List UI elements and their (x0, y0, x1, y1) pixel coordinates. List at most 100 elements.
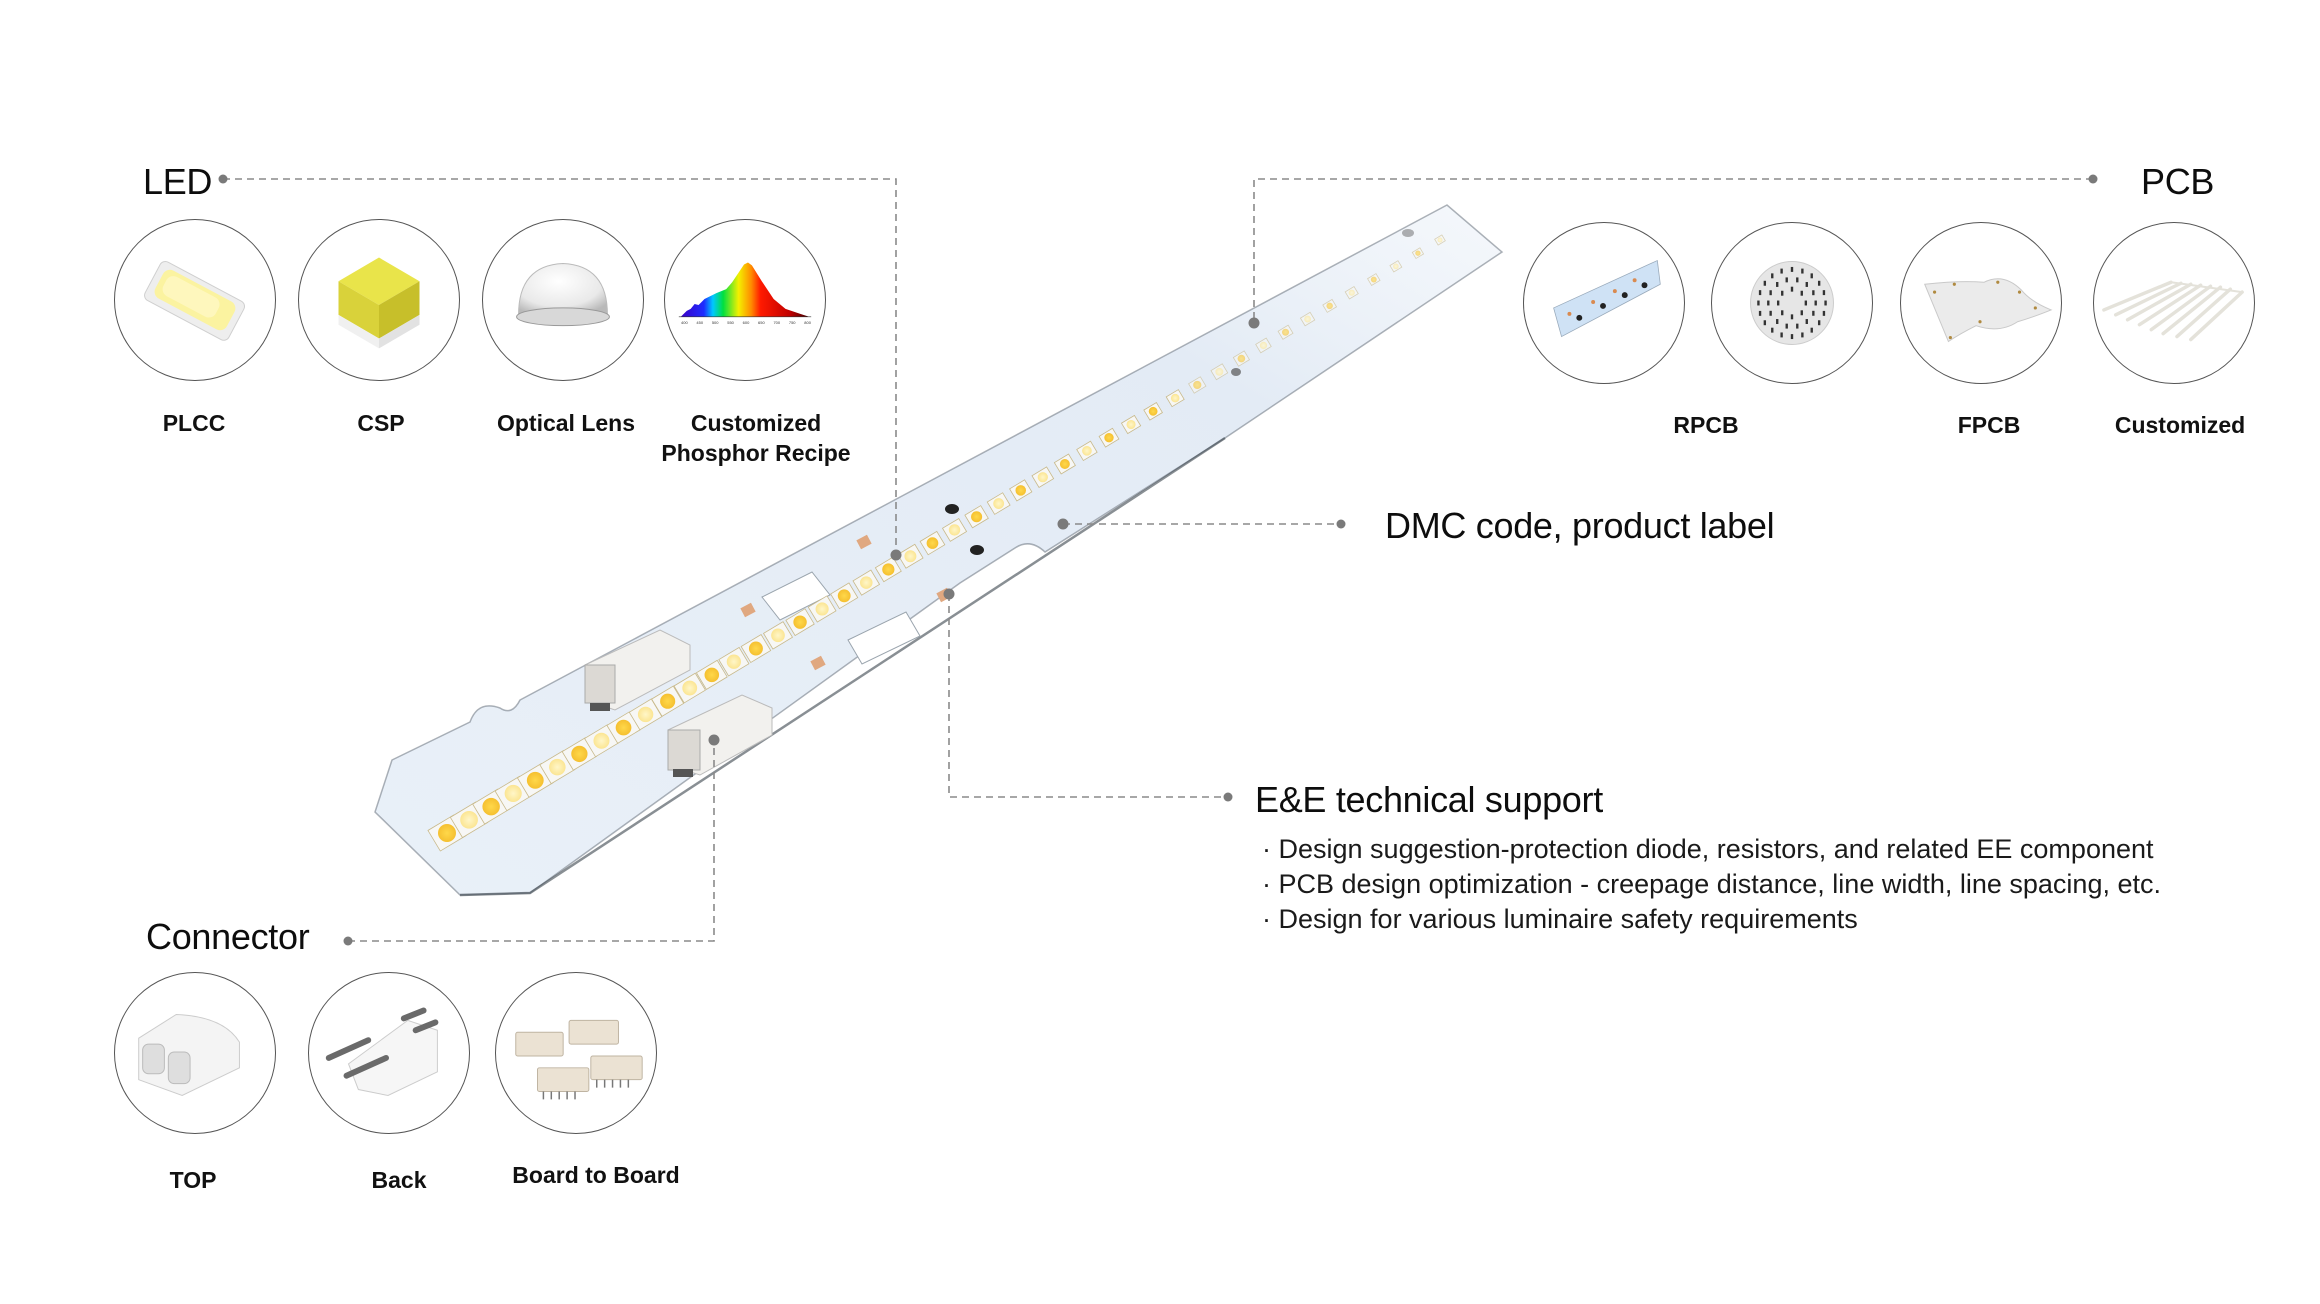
board-connector-2 (667, 694, 773, 777)
round-pcb-pad (1771, 327, 1774, 333)
board-led-emitter (1082, 446, 1092, 456)
ee-anchor-dot (943, 588, 955, 600)
led-leader-dot (218, 174, 228, 184)
board-led-emitter (526, 771, 544, 789)
spectrum-chart-icon (678, 262, 812, 318)
board-led-emitter (1215, 367, 1224, 376)
csp-led-thumbnail (298, 219, 460, 381)
round-pcb-pad (1776, 300, 1780, 306)
round-pcb-pad (1801, 332, 1804, 338)
board-led-emitter (482, 797, 500, 816)
phosphor-recipe-label-line1: Customized (690, 410, 822, 436)
round-pcb-pad (1776, 281, 1779, 287)
connector-back-icon (325, 1007, 439, 1096)
spectrum-axis-ticks: 400 450 500 550 600 650 700 750 800 (681, 320, 811, 325)
board-led-emitter (904, 550, 917, 563)
round-pcb-pad (1769, 310, 1772, 316)
spectrum-tick: 800 (804, 320, 811, 325)
connector-back-thumbnail (308, 972, 470, 1134)
board-led-emitter (1170, 393, 1180, 403)
connector-anchor-dot (708, 734, 720, 746)
round-pcb-pad (1812, 310, 1815, 316)
board-led-row (427, 234, 1446, 852)
round-pcb-pad (1790, 334, 1794, 340)
plcc-led-icon (144, 261, 246, 341)
board-led-emitter (1348, 289, 1355, 296)
round-pcb-pad (1771, 273, 1774, 279)
round-pcb-pad (1822, 310, 1826, 316)
round-pcb-pad (1780, 332, 1783, 338)
connector-section-title: Connector (146, 916, 310, 957)
board-led-emitter (704, 667, 720, 683)
spectrum-tick: 400 (681, 320, 688, 325)
round-pcb-pad (1785, 323, 1788, 329)
fpcb-label: FPCB (1957, 412, 2021, 438)
connector-top-thumbnail (114, 972, 276, 1134)
rigid-strip-pcb-thumbnail (1523, 222, 1685, 384)
round-pcb-pad (1817, 280, 1821, 286)
led-leader-line (223, 178, 897, 555)
flexible-pcb-thumbnail (1900, 222, 2062, 384)
board-led-emitter (637, 706, 654, 723)
round-pcb-pad (1776, 319, 1779, 325)
board-led-emitter (1148, 406, 1158, 416)
board-led-emitter (726, 654, 741, 669)
board-led-emitter (748, 641, 763, 656)
board-led-emitter (438, 824, 456, 842)
board-led-emitter (860, 576, 873, 589)
board-led-emitter (993, 498, 1005, 509)
round-pcb-pad (1785, 277, 1788, 283)
spectrum-tick: 750 (788, 320, 796, 325)
board-led-emitter (1015, 485, 1026, 496)
board-led-emitter (1393, 263, 1399, 270)
customized-pcb-label: Customized (2114, 412, 2246, 438)
spectrum-tick: 650 (758, 320, 765, 325)
plcc-label: PLCC (162, 410, 226, 436)
customized-pcb-icon (2102, 280, 2244, 342)
board-led-emitter (815, 602, 829, 616)
board-led-emitter (1059, 459, 1070, 469)
round-pcb-pad (1790, 266, 1794, 272)
spectrum-tick: 450 (696, 320, 704, 325)
spectrum-tick: 600 (742, 320, 750, 325)
connector-back-label: Back (371, 1167, 427, 1193)
board-connector-1 (584, 629, 691, 711)
board-led-emitter (1193, 380, 1202, 390)
board-led-emitter (549, 758, 566, 776)
board-led-emitter (682, 680, 698, 696)
board-led-emitter (793, 615, 807, 629)
board-led-emitter (1037, 472, 1048, 483)
ee-bullet-item: PCB design optimization - creepage dista… (1262, 867, 2161, 902)
dmc-title: DMC code, product label (1385, 505, 1775, 546)
rigid-strip-pcb-icon (1553, 259, 1661, 338)
round-pcb-pad (1814, 300, 1817, 306)
csp-led-icon (338, 257, 420, 349)
board-to-board-label: Board to Board (512, 1162, 680, 1188)
round-pcb-icon (1750, 261, 1834, 345)
round-pcb-thumbnail (1711, 222, 1873, 384)
round-pcb-pad (1757, 300, 1760, 306)
round-pcb-pad (1780, 268, 1783, 274)
round-pcb-pad (1767, 300, 1770, 306)
optical-lens-icon (516, 262, 610, 327)
board-led-emitter (593, 732, 610, 749)
pcb-leader-dot (2088, 174, 2098, 184)
round-pcb-pad (1810, 327, 1813, 333)
round-pcb-pad (1822, 290, 1826, 296)
board-led-emitter (615, 719, 632, 736)
pcb-leader-line (1253, 178, 2093, 323)
round-pcb-pad (1810, 273, 1813, 279)
round-pcb-pad (1769, 290, 1772, 296)
board-led-emitter (1437, 237, 1443, 243)
connector-top-label: TOP (169, 1167, 217, 1193)
round-pcb-pad (1824, 300, 1827, 306)
round-pcb-pad (1812, 290, 1815, 296)
led-anchor-dot (890, 549, 902, 561)
customized-pcb-thumbnail (2093, 222, 2255, 384)
flexible-pcb-icon (1923, 278, 2053, 343)
spectrum-tick: 500 (711, 320, 719, 325)
board-led-emitter (1126, 419, 1136, 430)
spectrum-tick: 550 (727, 320, 734, 325)
board-to-board-thumbnail (495, 972, 657, 1134)
